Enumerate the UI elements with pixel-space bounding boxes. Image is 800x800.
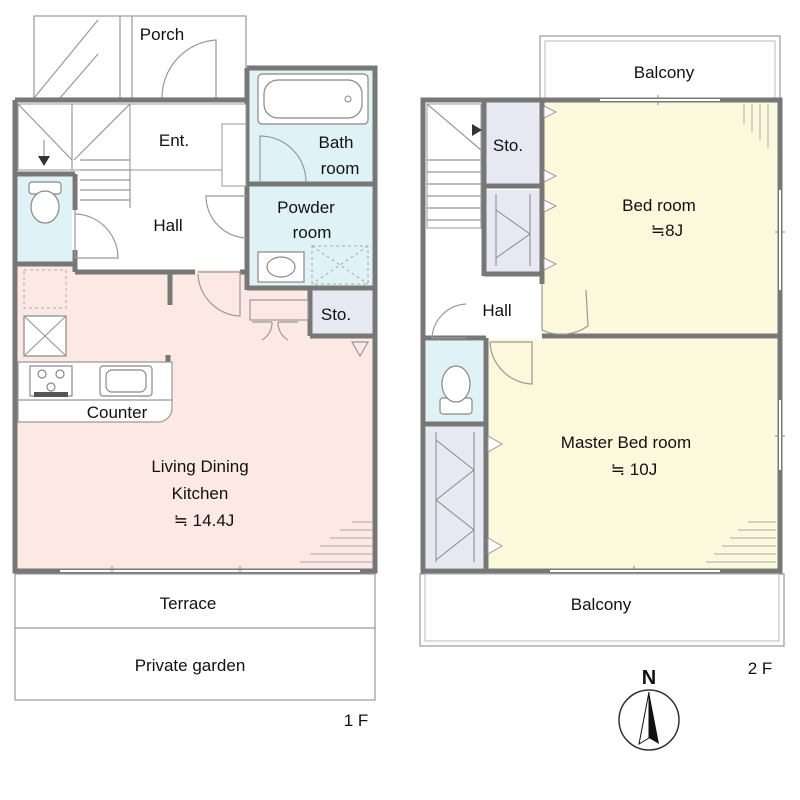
toilet-2f (439, 365, 473, 415)
bath-label-line1: Bath (319, 133, 354, 152)
entrance-label: Ent. (159, 131, 189, 150)
storage-1f-fill (312, 291, 373, 335)
toilet-1f (28, 181, 62, 224)
terrace-label: Terrace (160, 594, 217, 613)
stairs-1f (17, 103, 131, 208)
bathtub (257, 73, 369, 125)
compass: N (618, 667, 680, 751)
balcony-bottom-area (419, 573, 785, 647)
floor-1: Porch Ent. Bath room Hall Powder room St… (12, 15, 378, 730)
washbasin (257, 251, 305, 283)
garden-label: Private garden (135, 656, 246, 675)
stairs-2f (426, 103, 482, 229)
storage-2f-fill (486, 102, 540, 184)
floor-2: Balcony Sto. Bed room ≒8J Hall Master Be… (419, 35, 785, 678)
hall-1f-label: Hall (153, 216, 182, 235)
floor-1-label: 1 F (344, 711, 369, 730)
hall-2f-label: Hall (482, 301, 511, 320)
porch-label: Porch (140, 25, 184, 44)
balcony-top-label: Balcony (634, 63, 695, 82)
cooktop (29, 365, 73, 397)
counter-label: Counter (87, 403, 148, 422)
ldk-label-line1: Living Dining (151, 457, 248, 476)
balcony-bottom-label: Balcony (571, 595, 632, 614)
closet-2f-upper-fill (486, 190, 540, 272)
ldk-area-label: ≒ 14.4J (174, 511, 235, 530)
bath-label-line2: room (321, 159, 360, 178)
north-label: N (642, 667, 656, 689)
garden-area (14, 627, 376, 701)
storage-2f-label: Sto. (493, 136, 523, 155)
powder-label-line2: room (293, 223, 332, 242)
balcony-top-area (539, 35, 781, 101)
washer-space (311, 245, 369, 285)
bedroom-area-label: ≒8J (651, 221, 683, 240)
master-bedroom-room (486, 339, 778, 571)
kitchen-sink (99, 365, 153, 397)
master-bedroom-area-label: ≒ 10J (611, 460, 657, 479)
terrace-area (14, 573, 376, 629)
bedroom-room (542, 102, 778, 334)
storage-1f-label: Sto. (321, 305, 351, 324)
porch-area (33, 15, 247, 99)
master-bedroom-label: Master Bed room (561, 433, 691, 452)
bedroom-label: Bed room (622, 196, 696, 215)
ldk-label-line2: Kitchen (172, 484, 229, 503)
floor-2-label: 2 F (748, 659, 773, 678)
powder-label-line1: Powder (277, 198, 335, 217)
closet-2f-lower-fill (426, 426, 484, 568)
